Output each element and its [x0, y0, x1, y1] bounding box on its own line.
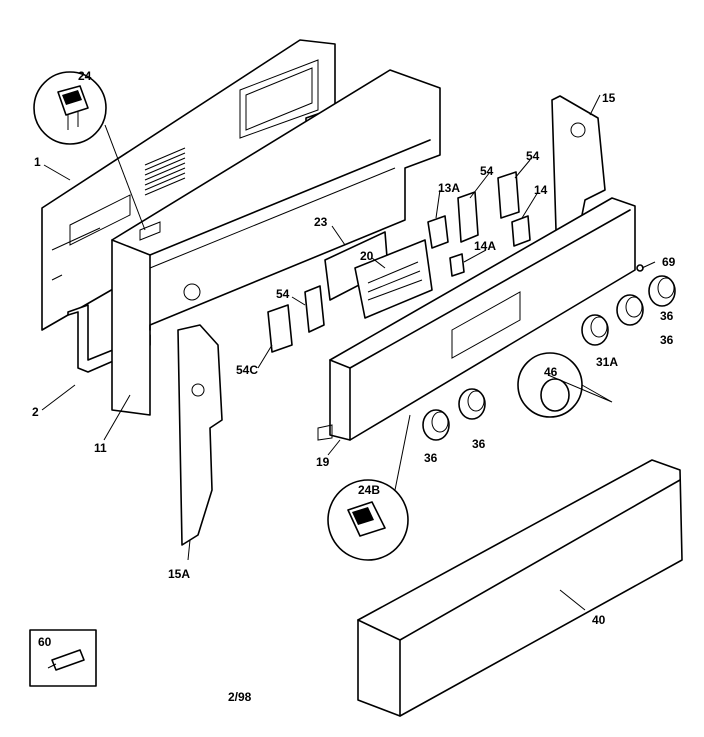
callout-1: 1	[34, 155, 41, 169]
callout-54-mid: 54	[480, 164, 494, 178]
switch-54-mid	[457, 191, 479, 243]
callout-36-a: 36	[424, 451, 438, 465]
switch-54-right	[497, 171, 520, 219]
callout-54c: 54C	[236, 363, 259, 377]
front-control-panel	[317, 197, 636, 441]
callout-15a: 15A	[168, 567, 191, 581]
date-code: 2/98	[228, 690, 252, 704]
screw-detail-60	[29, 629, 97, 687]
callout-13a: 13A	[438, 181, 461, 195]
relay-13a	[427, 215, 449, 249]
callout-60: 60	[38, 635, 52, 649]
knob-31a	[581, 314, 609, 346]
switch-detail-24b	[327, 414, 411, 561]
callout-19: 19	[316, 455, 330, 469]
callout-24b: 24B	[358, 483, 381, 497]
callout-15: 15	[602, 91, 616, 105]
callout-36-b: 36	[472, 437, 486, 451]
callout-14a: 14A	[474, 239, 497, 253]
callout-31a: 31A	[596, 355, 619, 369]
callout-46: 46	[544, 365, 558, 379]
switch-54-left	[304, 285, 325, 333]
callout-2: 2	[32, 405, 39, 419]
callout-24: 24	[78, 69, 92, 83]
callout-20: 20	[360, 249, 374, 263]
switch-14	[511, 215, 531, 247]
callout-23: 23	[314, 215, 328, 229]
callout-11: 11	[94, 441, 107, 455]
switch-54c	[267, 304, 293, 353]
callout-69: 69	[662, 255, 676, 269]
control-panel-back	[111, 69, 441, 416]
callout-36-d: 36	[660, 309, 674, 323]
leader-lines	[41, 94, 656, 611]
left-side-bracket	[177, 324, 223, 546]
callout-54-left: 54	[276, 287, 290, 301]
knob-36-b	[458, 388, 486, 420]
knob-36-d	[648, 275, 676, 307]
callout-40: 40	[592, 613, 606, 627]
callout-54-right: 54	[526, 149, 540, 163]
knob-detail-46	[517, 352, 613, 418]
switch-detail-24	[33, 71, 146, 231]
knob-36-a	[422, 409, 450, 441]
electronic-timer-20	[354, 239, 433, 319]
relay-14a	[449, 253, 465, 277]
knob-36-c	[616, 294, 644, 326]
callout-36-c: 36	[660, 333, 674, 347]
trim-strip-40	[357, 459, 683, 717]
callout-14: 14	[534, 183, 548, 197]
